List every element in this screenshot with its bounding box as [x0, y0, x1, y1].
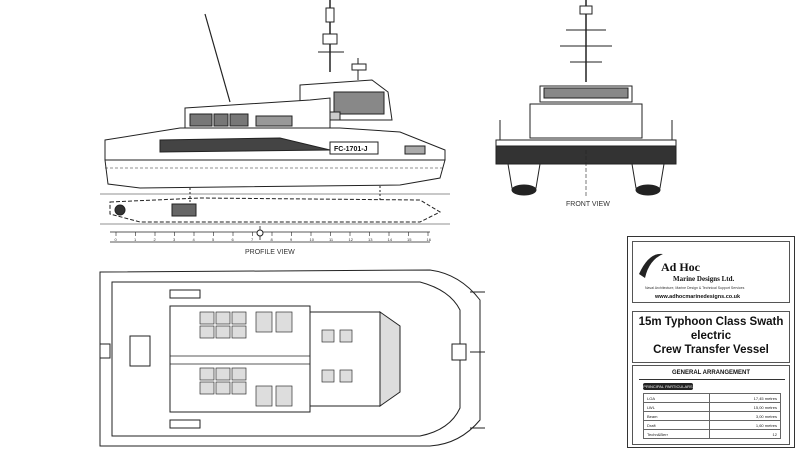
spec-value: 17,45 metres [708, 393, 782, 403]
scale-tick-label: 5 [212, 237, 215, 242]
spec-value: 12 [708, 429, 782, 439]
spec-label: LWL [643, 402, 710, 412]
specs-box: GENERAL ARRANGEMENT PRINCIPAL PARTICULAR… [632, 365, 790, 445]
spec-value: 15,00 metres [708, 402, 782, 412]
vessel-title-line1: 15m Typhoon Class Swath [638, 316, 784, 328]
scale-tick-label: 10 [310, 237, 315, 242]
scale-tick-label: 0 [115, 237, 118, 242]
company-logo-box: Ad Hoc Marine Designs Ltd. Naval Archite… [632, 241, 790, 303]
specs-header: PRINCIPAL PARTICULARS [643, 383, 693, 390]
scale-tick-label: 8 [271, 237, 274, 242]
scale-tick-label: 15 [407, 237, 412, 242]
scale-tick-label: 6 [232, 237, 235, 242]
scale-tick-label: 13 [368, 237, 373, 242]
plan-view [99, 269, 485, 447]
scale-tick-label: 16 [427, 237, 432, 242]
scale-tick-label: 3 [173, 237, 176, 242]
scale-tick-label: 7 [251, 237, 254, 242]
scale-tick-label: 11 [329, 237, 334, 242]
spec-value: 1,60 metres [708, 420, 782, 430]
spec-label: Draft [643, 420, 710, 430]
company-name: Ad Hoc [661, 260, 700, 274]
vessel-title-line2: electric [690, 330, 732, 342]
profile-view-label: PROFILE VIEW [245, 249, 295, 256]
company-website: www.adhocmarinedesigns.co.uk [655, 294, 741, 300]
scale-tick-label: 9 [290, 237, 293, 242]
front-view [495, 0, 677, 196]
spec-label: Beam [643, 411, 710, 421]
spec-label: LOA [643, 393, 710, 403]
scale-tick-label: 2 [154, 237, 157, 242]
scale-tick-label: 1 [134, 237, 137, 242]
scale-tick-label: 4 [193, 237, 196, 242]
scale-tick-label: 12 [349, 237, 354, 242]
scale-tick-label: 14 [388, 237, 393, 242]
profile-view [100, 0, 450, 243]
spec-value: 3,00 metres [708, 411, 782, 421]
company-suffix: Marine Designs Ltd. [673, 275, 735, 283]
wave-logo-icon [639, 253, 663, 278]
spec-label: Techn&Berr [643, 429, 710, 439]
company-tagline: Naval Architecture, Marine Design & Tech… [645, 286, 745, 290]
title-block: Ad Hoc Marine Designs Ltd. Naval Archite… [627, 236, 795, 448]
drawing-type: GENERAL ARRANGEMENT [671, 370, 750, 376]
divider [639, 379, 785, 380]
vessel-title-line3: Crew Transfer Vessel [653, 344, 769, 356]
front-view-label: FRONT VIEW [566, 201, 610, 208]
vessel-title: 15m Typhoon Class Swath electric Crew Tr… [632, 311, 790, 363]
vessel-mark: FC-1701-J [334, 146, 368, 153]
